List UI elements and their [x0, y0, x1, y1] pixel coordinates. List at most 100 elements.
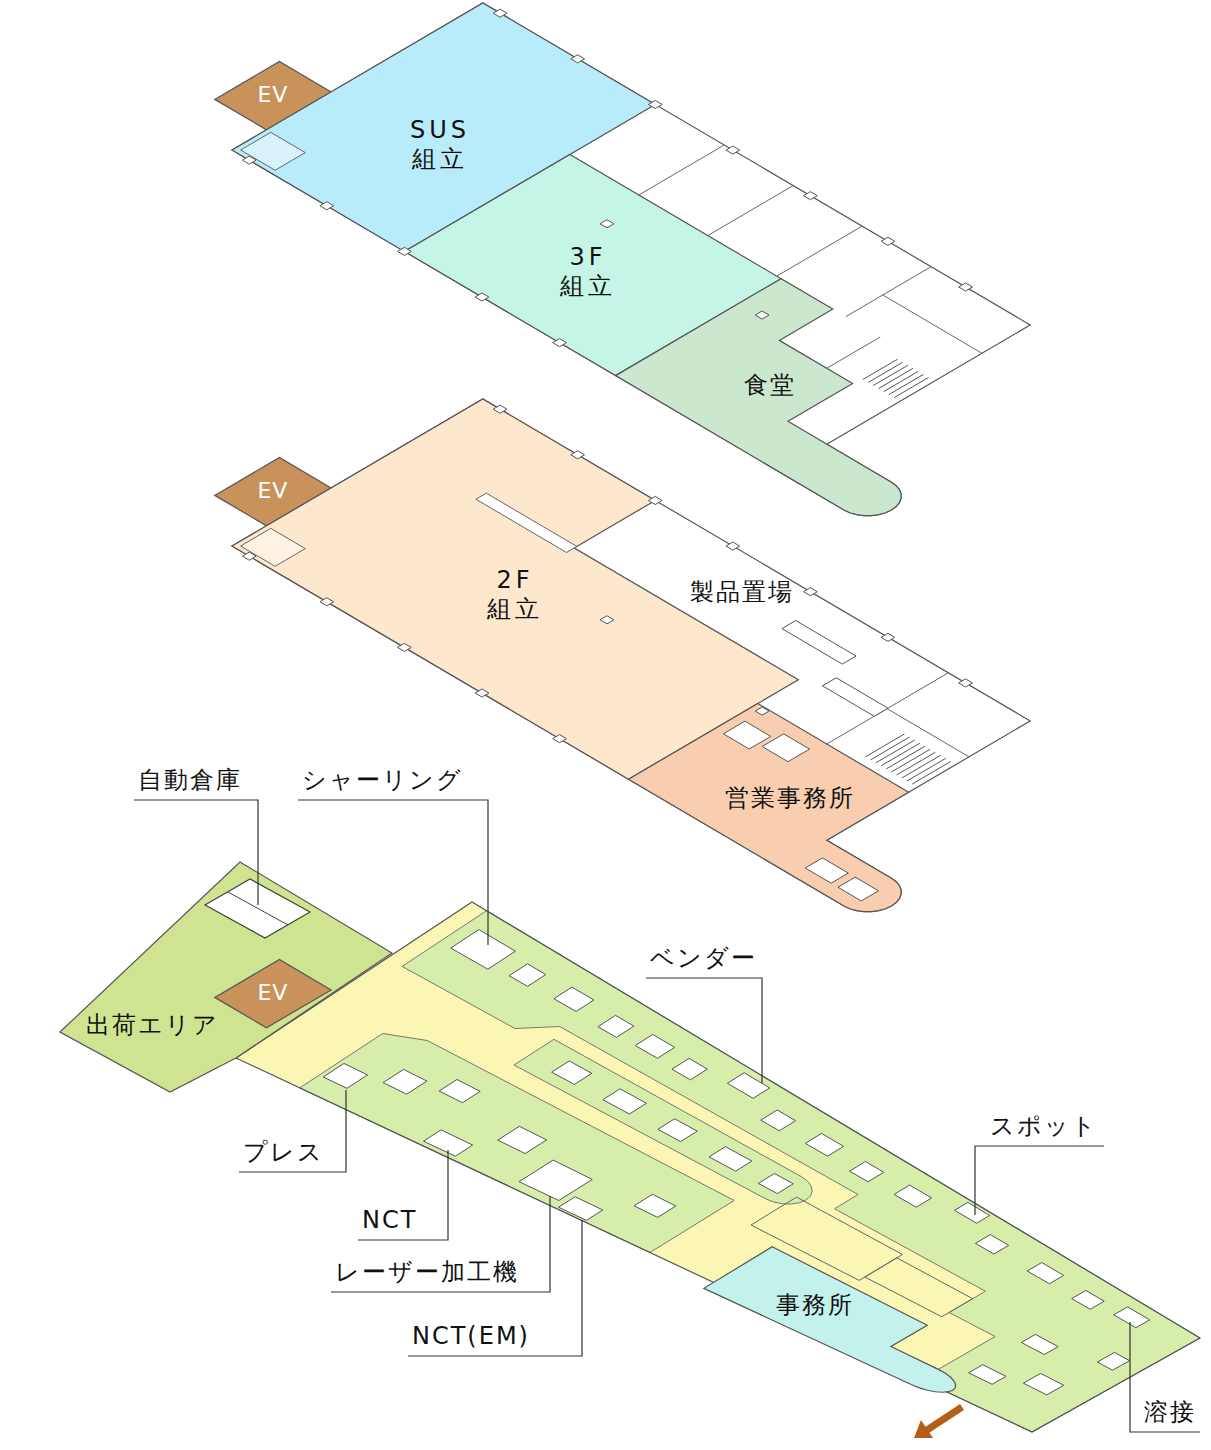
- desk-symbol: [805, 858, 848, 883]
- corridor-area: [236, 902, 1200, 1432]
- machine-symbol: [509, 964, 546, 987]
- area-label: 事務所: [776, 1291, 854, 1320]
- leader-line: [298, 800, 488, 945]
- machine-symbol: [1072, 1290, 1105, 1309]
- callout-label: シャーリング: [302, 766, 463, 795]
- callout-label: 自動倉庫: [138, 766, 242, 795]
- machine-symbol: [1023, 1373, 1063, 1394]
- pillar-symbol: [600, 220, 614, 228]
- stairs-symbol: [907, 758, 946, 781]
- desk-symbol: [723, 721, 770, 749]
- leader-line: [239, 1090, 346, 1172]
- pillar-symbol: [881, 237, 895, 245]
- pillar-symbol: [804, 588, 818, 596]
- rack-symbol: [782, 621, 856, 665]
- room-partition: [574, 548, 798, 680]
- machine-symbol: [969, 1365, 1006, 1385]
- callout-label: 溶接: [1144, 1398, 1196, 1427]
- pillar-symbol: [553, 735, 567, 743]
- pillar-symbol: [648, 100, 662, 108]
- entrance-arrow: [914, 1420, 933, 1438]
- desk-symbol: [762, 734, 809, 762]
- rack-symbol: [822, 678, 888, 717]
- area-region-fill: [60, 862, 392, 1092]
- stairs-symbol: [889, 374, 923, 394]
- machine-symbol: [603, 1089, 647, 1114]
- leader-line: [331, 1196, 550, 1292]
- pillar-symbol: [959, 679, 973, 687]
- area-label: 2F 組立: [487, 566, 543, 624]
- wall-block: [476, 493, 577, 552]
- machine-symbol: [1114, 1307, 1150, 1328]
- area-region-fill: [232, 399, 798, 779]
- area-region: 出荷エリア: [58, 860, 394, 1094]
- machine-symbol: [709, 1147, 752, 1172]
- area-region-fill: [704, 1247, 956, 1392]
- machine-symbol: [658, 1119, 697, 1142]
- machine-symbol: [761, 1110, 796, 1131]
- machine-area: [514, 1039, 812, 1204]
- pillar-symbol: [571, 55, 585, 63]
- stairs-symbol: [871, 737, 910, 760]
- leader-line: [646, 978, 762, 1083]
- callout-label: ベンダー: [650, 944, 757, 973]
- pillar-symbol: [881, 633, 895, 641]
- pillar-symbol: [475, 293, 489, 301]
- elevator-label: EV: [257, 478, 288, 504]
- machine-symbol: [1027, 1263, 1064, 1284]
- area-label: 出荷エリア: [86, 1011, 219, 1040]
- leader-line: [1130, 1322, 1200, 1432]
- pillar-symbol: [493, 9, 507, 17]
- callout-label: レーザー加工機: [335, 1258, 519, 1287]
- stairs-symbol: [866, 734, 905, 757]
- pillar-symbol: [475, 689, 489, 697]
- pillar-symbol: [398, 643, 412, 651]
- pillar-symbol: [553, 339, 567, 347]
- machine-symbol: [955, 1202, 990, 1223]
- stairs-symbol: [912, 761, 951, 784]
- elevator-box-fill: [215, 960, 331, 1028]
- pillar-symbol: [398, 247, 412, 255]
- machine-symbol: [554, 987, 594, 1011]
- machine-symbol: [451, 930, 516, 970]
- entrance-arrow: [927, 1407, 962, 1430]
- callout-label: NCT: [362, 1206, 417, 1235]
- pillar-symbol: [242, 552, 256, 560]
- floor-outline: [232, 399, 1030, 912]
- machine-area: [300, 1034, 735, 1253]
- machine-symbol: [1021, 1334, 1058, 1354]
- area-label: 3F 組立: [560, 243, 616, 301]
- area-region: 営業事務所: [626, 701, 911, 914]
- room-partition: [777, 226, 862, 276]
- stairs-symbol: [873, 365, 907, 385]
- stairs-symbol: [876, 740, 915, 763]
- stairs-symbol: [891, 749, 930, 772]
- machine-symbol: [498, 1126, 547, 1153]
- area-region: 事務所: [701, 1244, 958, 1395]
- stairs-symbol: [863, 359, 897, 379]
- stairs-symbol: [897, 752, 936, 775]
- pillar-symbol: [242, 156, 256, 164]
- area-label: 営業事務所: [725, 784, 855, 813]
- room-partition: [827, 673, 949, 744]
- area-label: SUS 組立: [410, 116, 470, 174]
- area-region-shape: [58, 860, 394, 1094]
- machine-symbol: [423, 1130, 472, 1156]
- room-partition: [846, 267, 931, 317]
- callout-label: スポット: [990, 1112, 1098, 1141]
- stair-well: [241, 528, 306, 566]
- machine-area: [402, 911, 1200, 1432]
- pillar-symbol: [755, 707, 769, 715]
- machine-symbol: [672, 1058, 707, 1079]
- pillar-symbol: [804, 192, 818, 200]
- leader-line: [134, 800, 258, 905]
- pillar-symbol: [320, 598, 334, 606]
- room-partition: [827, 337, 880, 368]
- pillar-symbol: [320, 202, 334, 210]
- pillar-symbol: [726, 146, 740, 154]
- room-partition: [708, 186, 793, 236]
- stairs-symbol: [868, 362, 902, 382]
- warehouse-symbol: [228, 892, 288, 925]
- stairs-symbol: [894, 377, 928, 397]
